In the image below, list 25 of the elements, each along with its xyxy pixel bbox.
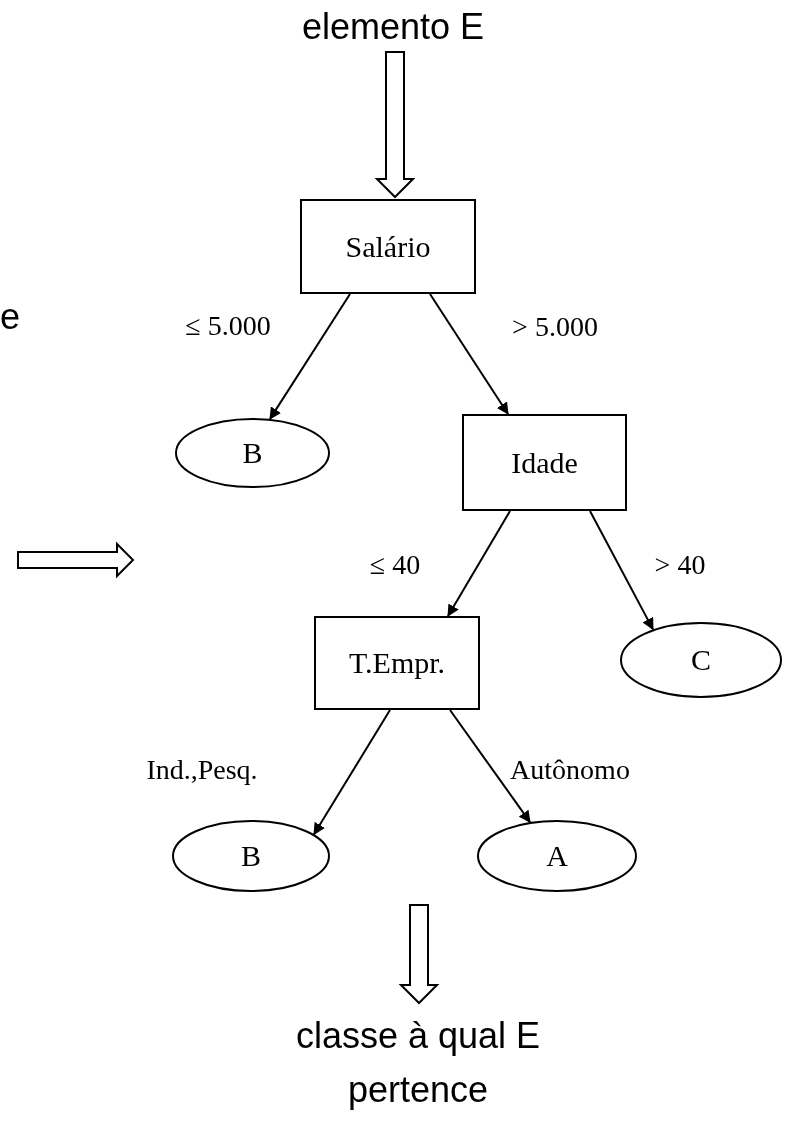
node-label: B	[241, 839, 261, 873]
leaf-ellipse	[175, 418, 330, 488]
node-label: Salário	[345, 229, 431, 264]
arrow	[429, 293, 509, 415]
node-label: C	[691, 643, 711, 677]
cut-off-text: e	[0, 296, 21, 338]
arrow	[269, 293, 351, 420]
leaf-ellipse	[620, 622, 782, 698]
node-label: A	[546, 839, 568, 873]
arrow	[449, 709, 531, 824]
node-label: T.Empr.	[348, 646, 446, 680]
decision-box	[300, 199, 476, 294]
arrow	[447, 510, 511, 617]
hollow-arrow	[374, 51, 416, 199]
arrow	[589, 510, 654, 631]
hollow-arrow	[398, 904, 440, 1005]
decision-box	[314, 616, 480, 710]
node-label: B	[242, 436, 263, 470]
leaf-ellipse	[477, 820, 637, 892]
node-text: elemento E	[301, 5, 485, 49]
arrow	[313, 709, 391, 836]
node-text: classe à qual E pertence	[294, 1013, 542, 1112]
leaf-ellipse	[172, 820, 330, 892]
node-label: Idade	[511, 445, 578, 480]
decision-box	[462, 414, 627, 511]
